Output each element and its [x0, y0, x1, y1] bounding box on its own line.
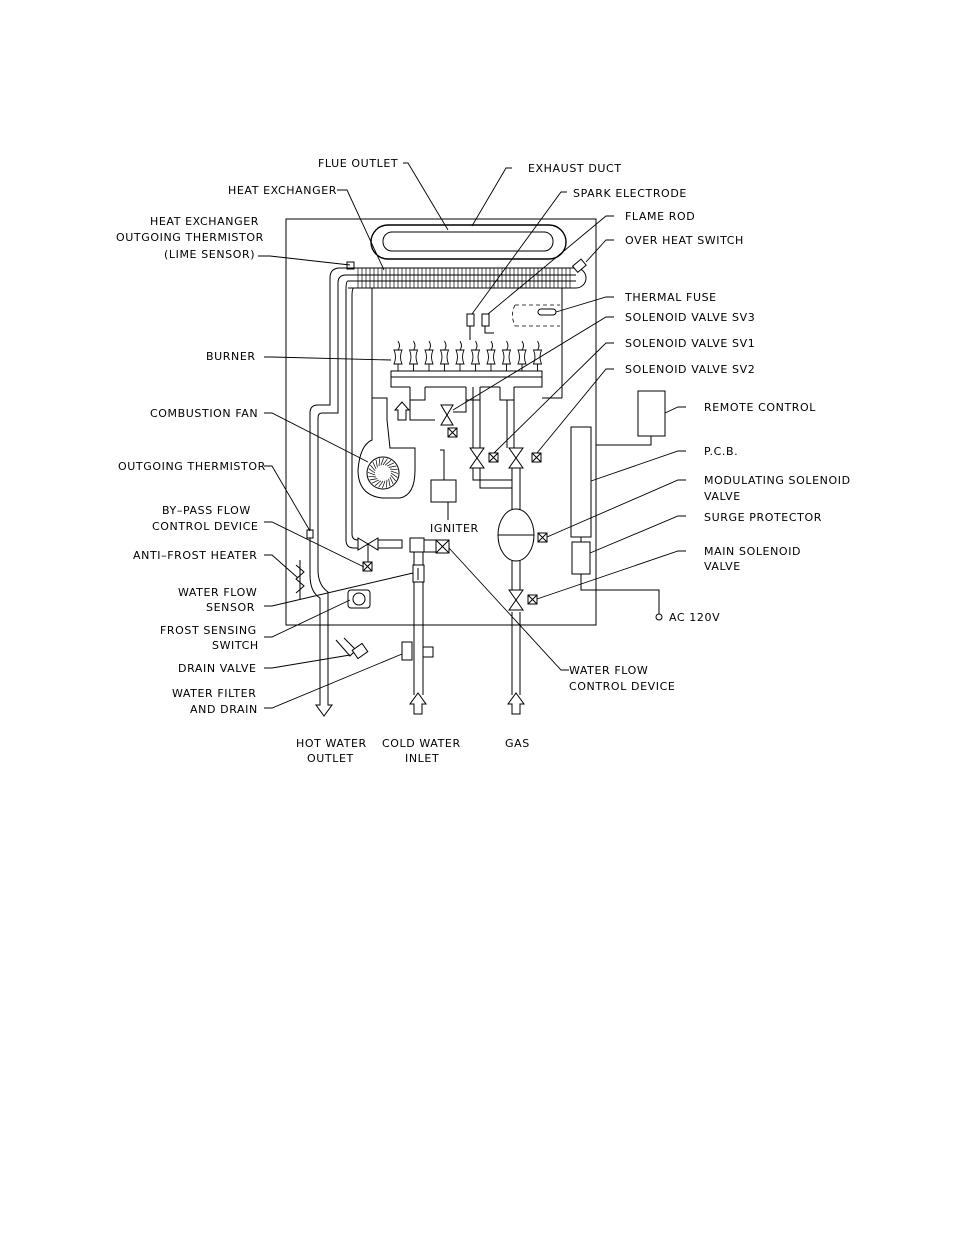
air-flow-arrow [393, 401, 411, 421]
leader-lines [258, 162, 686, 709]
label-pcb: P.C.B. [704, 445, 738, 458]
label-water-flow-1: WATER FLOW [178, 586, 257, 599]
label-igniter: IGNITER [430, 522, 479, 535]
label-thermal-fuse: THERMAL FUSE [624, 291, 717, 304]
label-spark-electrode: SPARK ELECTRODE [573, 187, 687, 200]
spark-electrode [466, 313, 475, 327]
label-filter-1: WATER FILTER [172, 687, 256, 700]
remote-control [637, 390, 666, 437]
label-over-heat-switch: OVER HEAT SWITCH [625, 234, 744, 247]
water-flow-control-device [409, 537, 450, 554]
label-ac-120v: AC 120V [669, 611, 720, 624]
gas-manifold [409, 387, 515, 421]
label-combustion-fan: COMBUSTION FAN [150, 407, 258, 420]
over-heat-switch [571, 258, 587, 273]
label-drain-valve: DRAIN VALVE [178, 662, 257, 675]
solenoid-valve-sv1 [469, 447, 499, 469]
label-burner: BURNER [206, 350, 256, 363]
label-wfc-1: WATER FLOW [569, 664, 648, 677]
hot-water-outlet-arrow [315, 695, 333, 717]
anti-frost-heater [295, 560, 305, 600]
label-outgoing-thermistor: OUTGOING THERMISTOR [118, 460, 266, 473]
combustion-fan [357, 398, 416, 499]
label-surge-protector: SURGE PROTECTOR [704, 511, 822, 524]
label-cold-water-1: COLD WATER [382, 737, 461, 750]
label-frost-1: FROST SENSING [160, 624, 257, 637]
gas-inlet-arrow [507, 692, 525, 715]
solenoid-valve-sv2 [508, 447, 542, 469]
label-wfc-2: CONTROL DEVICE [569, 680, 675, 693]
label-solenoid-sv2: SOLENOID VALVE SV2 [625, 363, 755, 376]
solenoid-valve-sv3 [440, 404, 458, 438]
label-filter-2: AND DRAIN [190, 703, 258, 716]
label-flame-rod: FLAME ROD [625, 210, 695, 223]
label-modulating-2: VALVE [704, 490, 741, 503]
label-hot-water-1: HOT WATER [296, 737, 367, 750]
label-solenoid-sv3: SOLENOID VALVE SV3 [625, 311, 755, 324]
gas-pipe [511, 561, 521, 695]
hot-water-pipe [309, 267, 356, 695]
flame-rod [481, 313, 490, 327]
bypass-valve [357, 537, 379, 572]
label-hx-thermistor-1: HEAT EXCHANGER [150, 215, 259, 228]
label-bypass-1: BY–PASS FLOW [162, 504, 251, 517]
label-flue-outlet: FLUE OUTLET [318, 157, 398, 170]
ac-120v-line [596, 589, 660, 614]
main-solenoid-valve [508, 589, 538, 611]
label-gas: GAS [505, 737, 530, 750]
label-remote-control: REMOTE CONTROL [704, 401, 816, 414]
label-cold-water-2: INLET [405, 752, 439, 765]
water-filter [401, 641, 413, 661]
label-main-solenoid-1: MAIN SOLENOID [704, 545, 801, 558]
thermal-fuse [512, 304, 560, 327]
label-modulating-1: MODULATING SOLENOID [704, 474, 851, 487]
drain-valve [335, 637, 357, 657]
heat-exchanger [348, 267, 587, 289]
exhaust-duct [370, 224, 567, 260]
label-frost-2: SWITCH [212, 639, 259, 652]
label-solenoid-sv1: SOLENOID VALVE SV1 [625, 337, 755, 350]
outgoing-thermistor [306, 529, 314, 539]
cold-water-inlet-arrow [409, 692, 427, 715]
burner [393, 340, 543, 371]
label-exhaust-duct: EXHAUST DUCT [528, 162, 622, 175]
label-bypass-2: CONTROL DEVICE [152, 520, 258, 533]
label-heat-exchanger: HEAT EXCHANGER [228, 184, 337, 197]
combustion-chamber [371, 288, 388, 420]
igniter [430, 479, 457, 503]
label-hot-water-2: OUTLET [307, 752, 354, 765]
surge-protector [571, 541, 591, 575]
label-anti-frost: ANTI–FROST HEATER [133, 549, 257, 562]
label-water-flow-2: SENSOR [206, 601, 255, 614]
frost-sensing-switch [347, 589, 371, 609]
label-hx-thermistor-3: (LIME SENSOR) [164, 248, 255, 261]
flue-outlet [382, 231, 554, 252]
lime-sensor [346, 261, 355, 270]
label-hx-thermistor-2: OUTGOING THERMISTOR [116, 231, 264, 244]
label-main-solenoid-2: VALVE [704, 560, 741, 573]
pcb [570, 426, 592, 538]
unit-cabinet [285, 218, 597, 626]
